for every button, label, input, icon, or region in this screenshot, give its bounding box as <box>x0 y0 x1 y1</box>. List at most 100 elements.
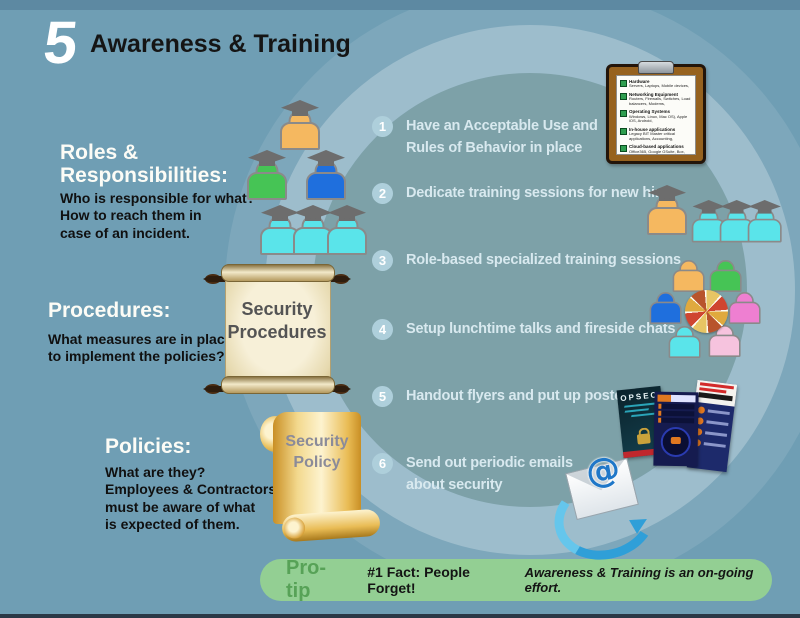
person-body <box>708 334 741 357</box>
protip-note: Awareness & Training is an on-going effo… <box>524 565 754 595</box>
stat-dot <box>697 406 706 414</box>
check-icon <box>620 110 627 118</box>
person-body <box>293 227 333 255</box>
person-body <box>709 269 742 292</box>
person-icon <box>671 252 706 292</box>
person-body <box>728 301 761 324</box>
graduation-cap-icon <box>720 200 753 212</box>
graduation-cap-icon <box>692 200 725 212</box>
step-row-1: 1 Have an Acceptable Use and Rules of Be… <box>372 116 598 159</box>
check-icon <box>620 127 627 135</box>
person-icon <box>707 317 742 357</box>
protip-label: Pro-tip <box>286 557 326 602</box>
security-policy-label: Security Policy <box>285 433 349 471</box>
scroll-paper <box>273 412 361 524</box>
page-title: Awareness & Training <box>90 30 351 58</box>
check-icon <box>620 80 627 87</box>
roles-body: Who is responsible for what? How to reac… <box>60 190 256 241</box>
step-row-5: 5 Handout flyers and put up posters <box>372 386 636 407</box>
checklist-title: In-house applications <box>629 126 676 132</box>
at-sign-icon: @ <box>582 448 624 494</box>
person-body <box>668 335 701 358</box>
poster-stat-row <box>694 428 728 439</box>
graduate-icon <box>718 200 755 243</box>
poster-stat-row <box>693 438 726 450</box>
check-icon <box>620 145 627 153</box>
padlock-icon <box>636 433 651 445</box>
person-body <box>647 207 687 235</box>
graduate-icon <box>746 200 783 243</box>
step-text: Dedicate training sessions for new hires <box>406 185 676 201</box>
graduate-icon <box>325 205 369 255</box>
scroll-roll <box>281 508 381 543</box>
step-text: Setup lunchtime talks and fireside chats <box>406 321 676 337</box>
person-body <box>247 172 287 200</box>
graduate-icon <box>690 200 727 243</box>
step-row-6: 6 Send out periodic emails about securit… <box>372 453 573 496</box>
step-number-badge: 3 <box>372 250 393 271</box>
stat-bar <box>706 420 729 426</box>
graduation-cap-icon <box>281 100 319 114</box>
bottom-strip <box>0 614 800 618</box>
person-body <box>280 122 320 150</box>
graduation-cap-icon <box>248 150 286 164</box>
step-row-3: 3 Role-based specialized training sessio… <box>372 250 681 271</box>
graduation-cap-icon <box>748 200 781 212</box>
step-number-badge: 1 <box>372 116 393 137</box>
poster-stat-row <box>658 417 695 424</box>
person-icon <box>727 284 762 324</box>
poster-black-bar <box>698 392 733 402</box>
person-body <box>327 227 367 255</box>
graduate-icon <box>278 100 322 150</box>
graduate-icon <box>291 205 335 255</box>
poster-stat-row <box>658 410 695 417</box>
person-icon <box>667 318 702 358</box>
cyber-poster-icon <box>653 391 699 467</box>
poster-stat-row <box>696 417 729 428</box>
checklist-detail: Office365, Google GSuite, Box, Dropbox, … <box>629 148 686 154</box>
step-number-badge: 5 <box>372 386 393 407</box>
security-policy-scroll-icon: Security Policy <box>258 410 384 552</box>
checklist-detail: Legacy BIT Master critical applications,… <box>629 131 675 141</box>
stat-bar <box>704 431 728 437</box>
step-text: Send out periodic emails about security <box>406 455 573 493</box>
scroll-paper <box>225 270 331 392</box>
poster-header <box>694 379 738 407</box>
protip-fact: #1 Fact: People Forget! <box>367 564 470 596</box>
stat-bar <box>703 442 726 448</box>
step-row-2: 2 Dedicate training sessions for new hir… <box>372 183 676 204</box>
person-body <box>747 218 782 243</box>
clipboard-clip <box>638 61 674 74</box>
check-icon <box>620 92 627 100</box>
step-text: Have an Acceptable Use and Rules of Beha… <box>406 118 598 156</box>
graduate-icon <box>645 185 689 235</box>
person-body <box>649 301 682 324</box>
policies-heading: Policies: <box>105 435 192 458</box>
poster-graphic-line <box>624 402 657 408</box>
roles-heading: Roles & Responsibilities: <box>60 141 229 187</box>
checklist-title: Hardware <box>629 79 650 84</box>
graduation-cap-icon <box>328 205 366 219</box>
poster-emblem <box>660 426 692 458</box>
checklist-detail: Routers, Firewalls, Switches, Load balan… <box>629 96 691 106</box>
graduate-icon <box>304 150 348 200</box>
top-strip <box>0 0 800 10</box>
procedures-body: What measures are in place to implement … <box>48 331 233 365</box>
person-body <box>306 172 346 200</box>
security-procedures-scroll-icon: Security Procedures <box>203 256 351 406</box>
pizza-icon <box>685 290 728 333</box>
step-number-badge: 6 <box>372 453 393 474</box>
procedures-heading: Procedures: <box>48 299 171 322</box>
email-icon: @ <box>545 448 665 571</box>
person-icon <box>708 252 743 292</box>
step-text: Role-based specialized training sessions <box>406 252 681 268</box>
policies-body: What are they? Employees & Contractors m… <box>105 464 277 533</box>
